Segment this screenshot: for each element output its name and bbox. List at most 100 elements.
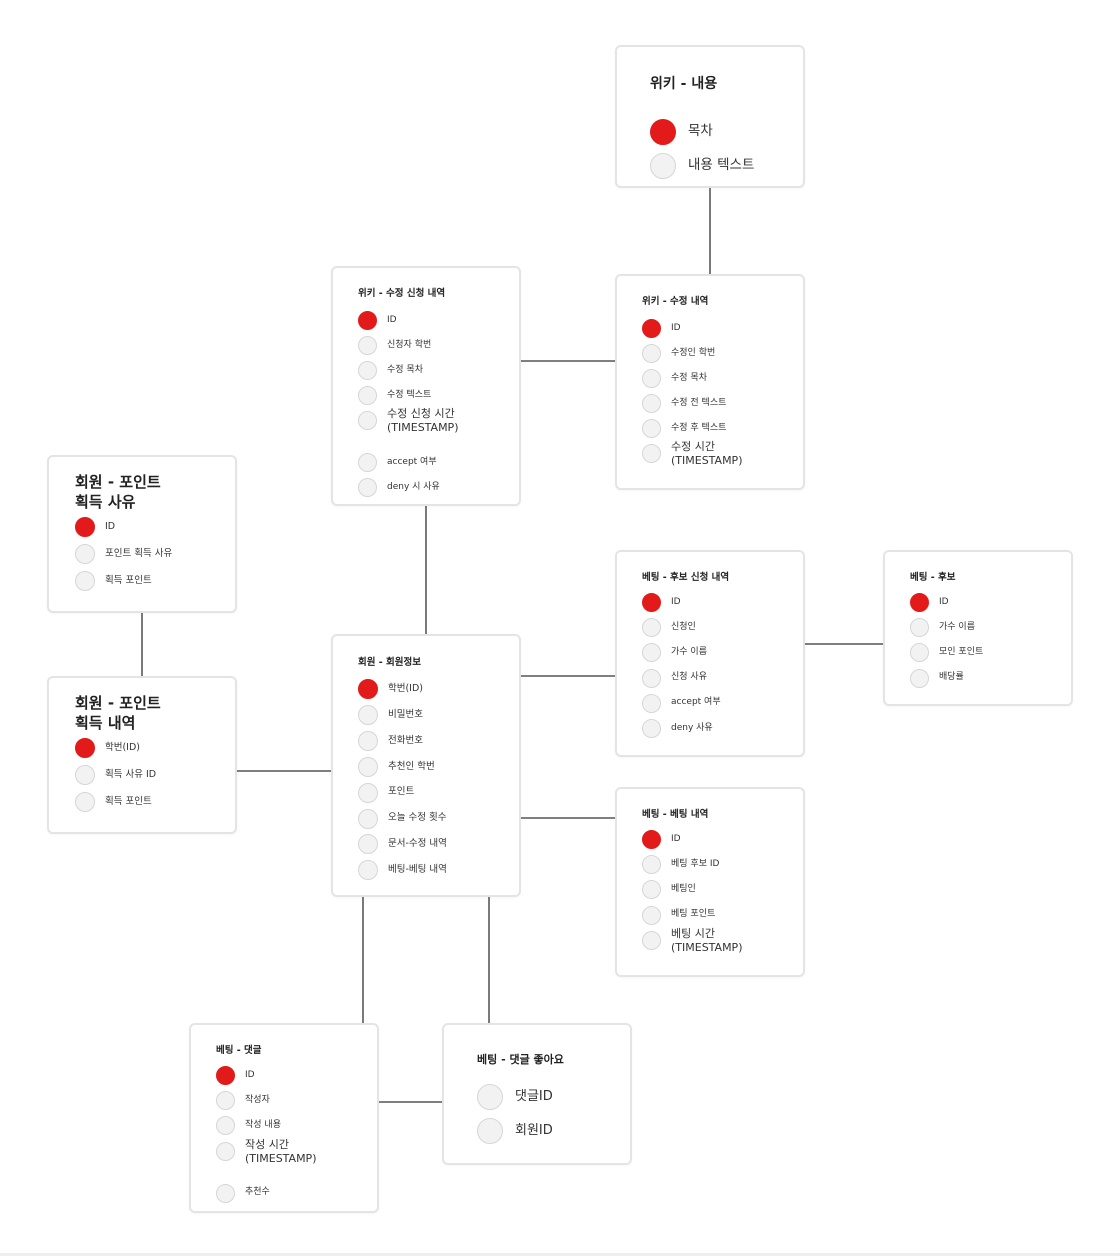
- field-row: 수정 전 텍스트: [617, 394, 803, 418]
- field-row: 신청 사유: [617, 668, 803, 693]
- field-row: 수정 후 텍스트: [617, 419, 803, 443]
- field-label: ID: [245, 1069, 255, 1080]
- field-dot-icon: [358, 386, 377, 405]
- field-row: 베팅인: [617, 880, 803, 904]
- primary-key-dot-icon: [642, 319, 661, 338]
- field-row: 수정 목차: [333, 361, 519, 385]
- field-label: 신청 사유: [671, 672, 707, 683]
- field-dot-icon: [358, 860, 378, 881]
- field-dot-icon: [358, 478, 377, 497]
- field-row: 신청자 학번: [333, 336, 519, 360]
- field-row: 수정 시간 (TIMESTAMP): [617, 440, 803, 468]
- primary-key-dot-icon: [910, 593, 929, 612]
- field-label: 문서-수정 내역: [388, 838, 447, 850]
- field-dot-icon: [642, 643, 661, 663]
- field-label: deny 사유: [671, 722, 713, 733]
- field-label: 작성 시간 (TIMESTAMP): [245, 1137, 317, 1165]
- primary-key-field: 목차: [617, 119, 803, 145]
- field-dot-icon: [642, 369, 661, 388]
- field-label: 신청자 학번: [387, 339, 432, 350]
- field-dot-icon: [216, 1141, 235, 1161]
- field-label: 베팅 후보 ID: [671, 858, 720, 869]
- field-row: 수정인 학번: [617, 344, 803, 368]
- field-dot-icon: [358, 756, 378, 777]
- field-label: 작성 내용: [245, 1120, 281, 1131]
- primary-key-field: 학번(ID): [333, 679, 519, 703]
- field-label: 획득 포인트: [105, 795, 152, 807]
- primary-key-field: ID: [617, 319, 803, 343]
- field-label: 가수 이름: [939, 621, 975, 632]
- field-label: ID: [671, 596, 681, 607]
- field-row: accept 여부: [617, 693, 803, 718]
- primary-key-dot-icon: [642, 830, 661, 849]
- field-dot-icon: [642, 344, 661, 363]
- field-dot-icon: [910, 618, 929, 638]
- field-dot-icon: [642, 419, 661, 438]
- field-dot-icon: [642, 668, 661, 688]
- field-dot-icon: [650, 153, 676, 179]
- field-dot-icon: [75, 765, 95, 785]
- field-row: 수정 텍스트: [333, 386, 519, 410]
- field-label: 비밀번호: [388, 708, 423, 720]
- field-label: 학번(ID): [105, 741, 141, 753]
- field-row: 추천수: [191, 1183, 377, 1208]
- field-dot-icon: [477, 1118, 503, 1144]
- field-label: 획득 사유 ID: [105, 768, 157, 780]
- field-row: 베팅 시간 (TIMESTAMP): [617, 927, 803, 955]
- field-dot-icon: [477, 1084, 503, 1110]
- field-row: 작성자: [191, 1091, 377, 1115]
- field-dot-icon: [75, 792, 95, 812]
- field-label: 베팅-베팅 내역: [388, 864, 447, 876]
- entity-title: 회원 - 포인트 획득 내역: [75, 694, 161, 732]
- field-dot-icon: [358, 704, 378, 725]
- field-dot-icon: [75, 571, 95, 591]
- field-label: 베팅인: [671, 884, 696, 895]
- field-label: 회원ID: [515, 1122, 553, 1138]
- field-label: 배당률: [939, 672, 964, 683]
- field-row: deny 사유: [617, 719, 803, 743]
- field-label: 수정 전 텍스트: [671, 397, 727, 408]
- entity-title: 베팅 - 베팅 내역: [642, 809, 709, 820]
- field-label: ID: [671, 833, 681, 844]
- field-row: deny 시 사유: [333, 478, 519, 502]
- field-label: 포인트: [388, 786, 415, 798]
- field-row: accept 여부: [333, 453, 519, 477]
- field-label: 댓글ID: [515, 1088, 553, 1104]
- field-row: 전화번호: [333, 730, 519, 755]
- field-label: ID: [939, 596, 949, 607]
- field-row: 모인 포인트: [885, 643, 1071, 667]
- field-label: ID: [387, 314, 397, 325]
- field-row: 배당률: [885, 668, 1071, 693]
- field-dot-icon: [358, 361, 377, 380]
- field-label: 포인트 획득 사유: [105, 547, 173, 559]
- field-label: 학번(ID): [388, 682, 424, 694]
- primary-key-field: ID: [191, 1066, 377, 1090]
- primary-key-dot-icon: [650, 119, 676, 145]
- field-dot-icon: [358, 730, 378, 751]
- field-row: 비밀번호: [333, 704, 519, 729]
- field-row: 문서-수정 내역: [333, 834, 519, 858]
- entity-title: 회원 - 회원정보: [358, 657, 421, 668]
- primary-key-field: ID: [885, 593, 1071, 617]
- primary-key-dot-icon: [75, 738, 95, 758]
- field-dot-icon: [642, 444, 661, 463]
- entity-title: 베팅 - 후보 신청 내역: [642, 572, 730, 583]
- field-dot-icon: [642, 719, 661, 738]
- field-row: 가수 이름: [617, 643, 803, 667]
- field-row: 작성 내용: [191, 1116, 377, 1140]
- field-label: 베팅 시간 (TIMESTAMP): [671, 926, 743, 955]
- field-dot-icon: [642, 880, 661, 900]
- field-label: 작성자: [245, 1094, 270, 1105]
